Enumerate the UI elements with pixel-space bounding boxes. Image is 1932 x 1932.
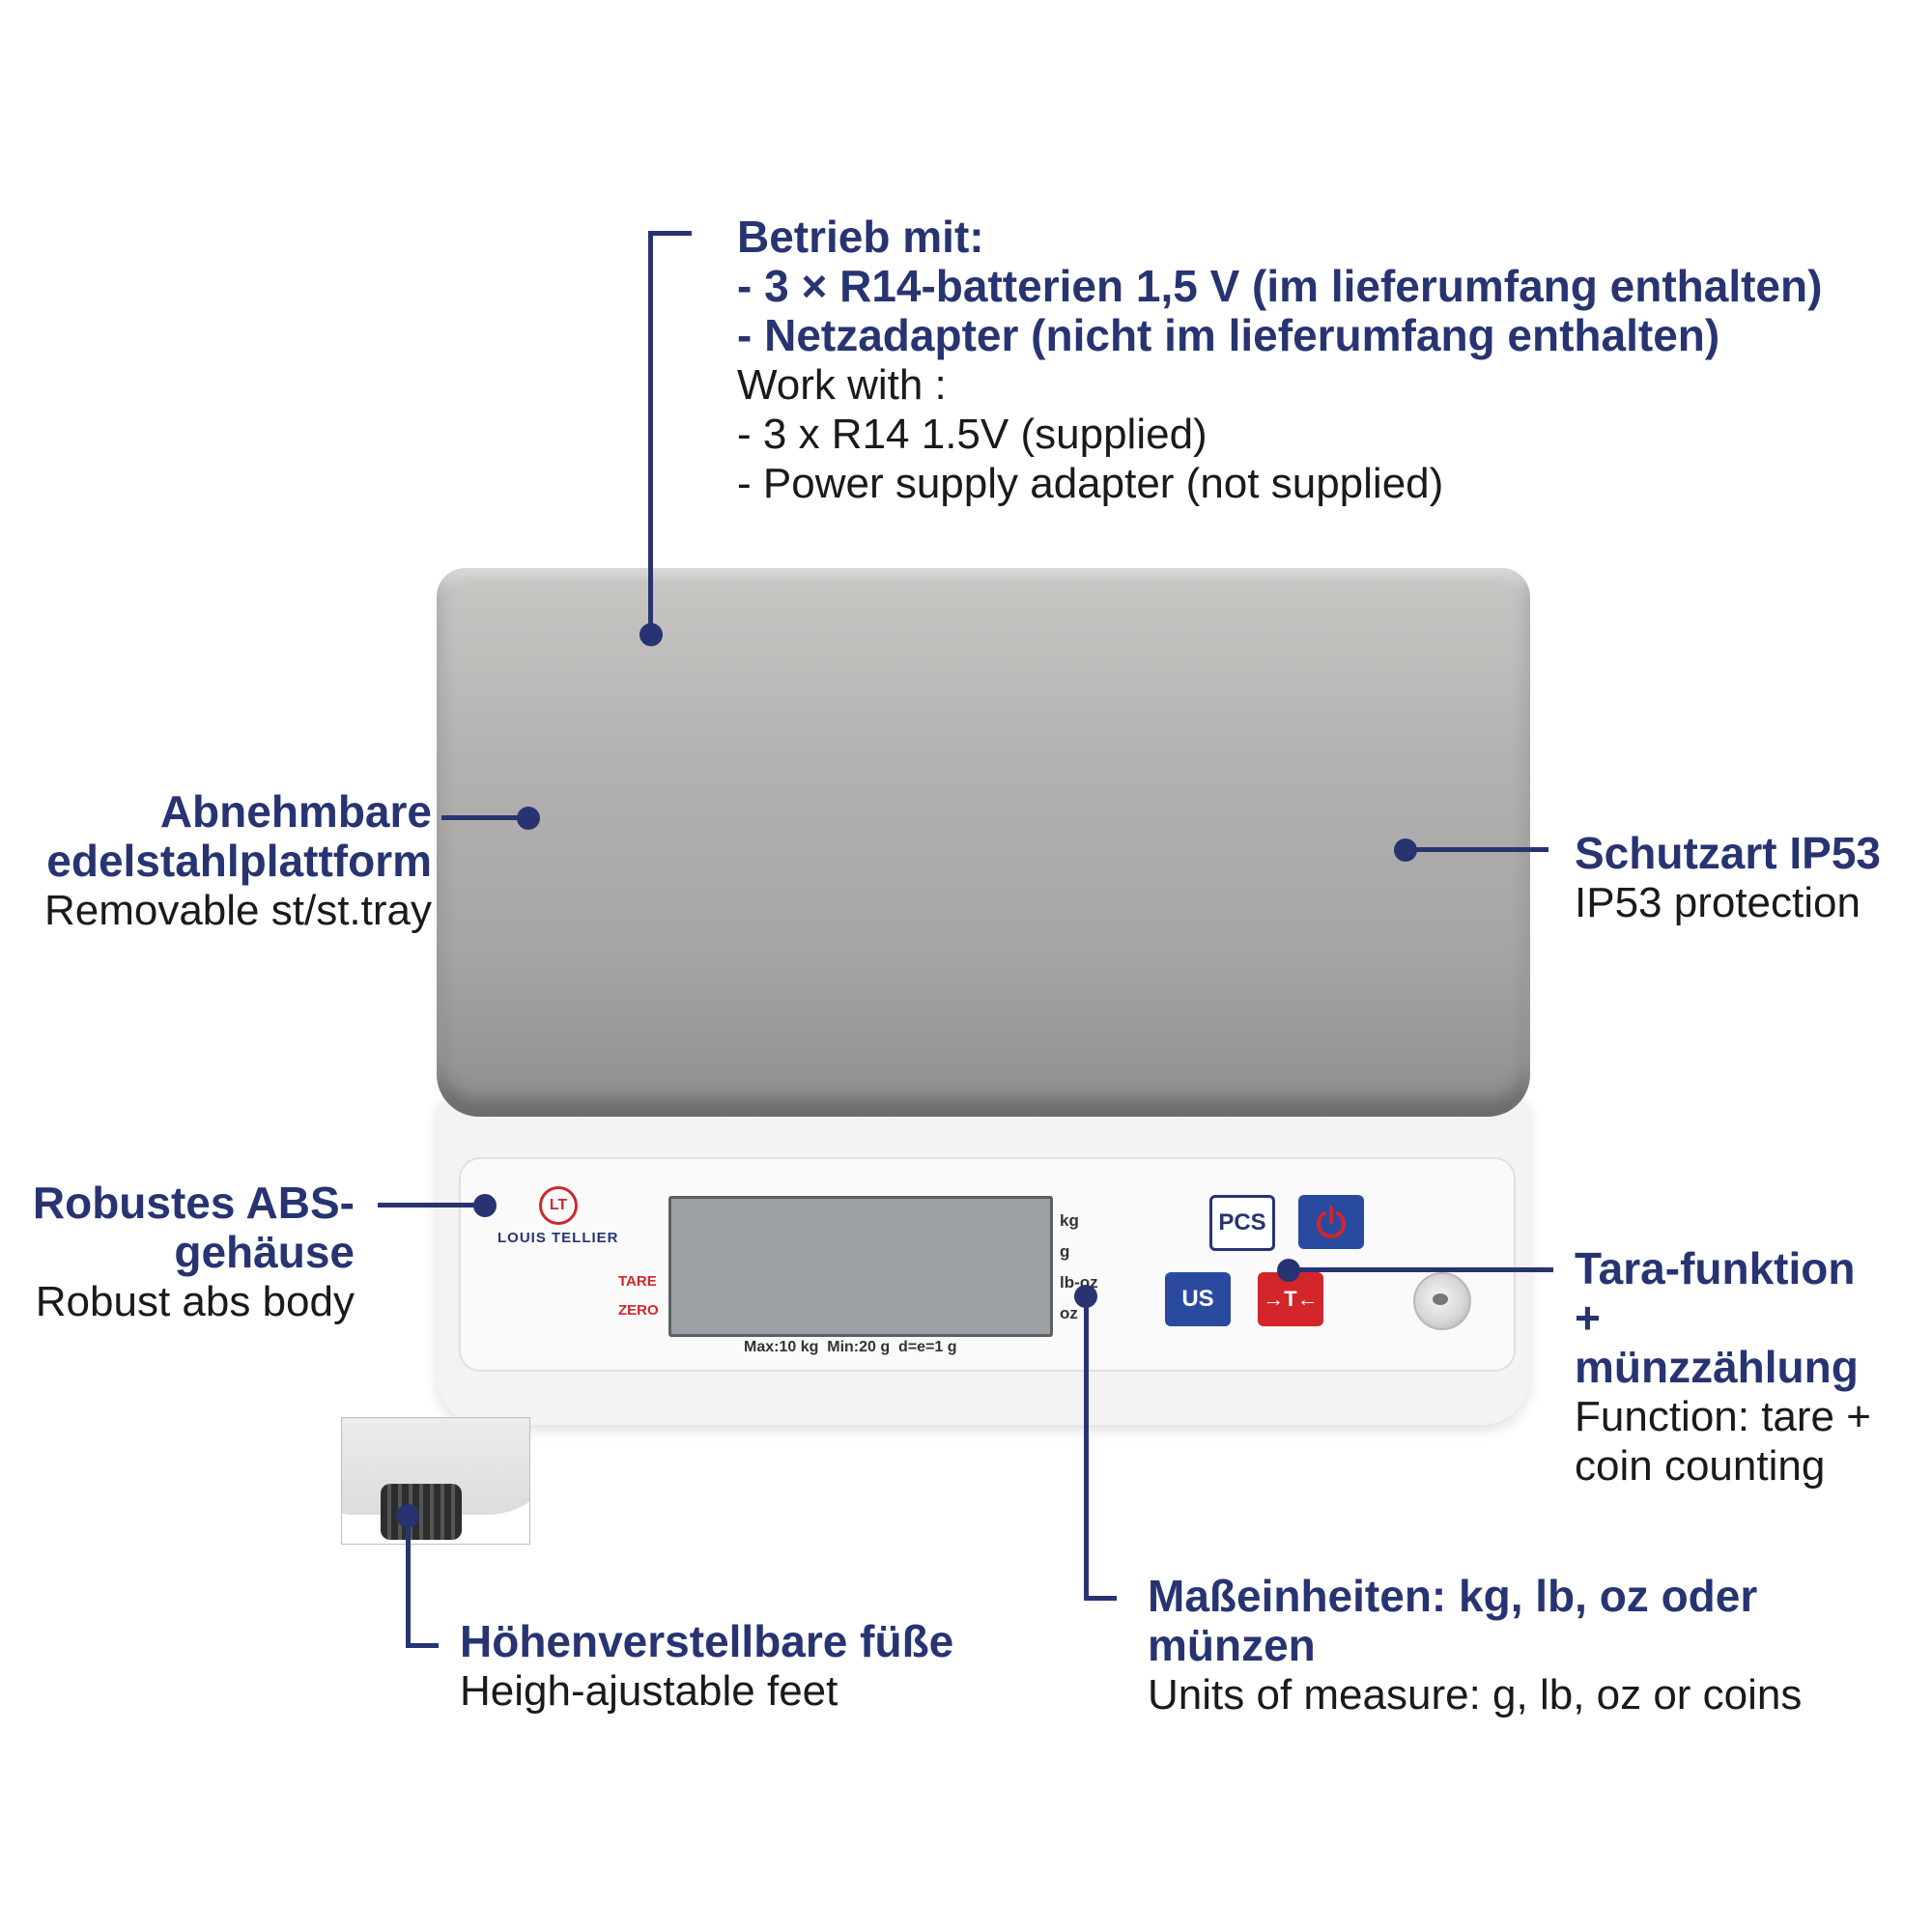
power-callout-line (648, 231, 653, 635)
spirit-level-icon (1413, 1272, 1471, 1330)
power-callout: Betrieb mit: - 3 × R14-batterien 1,5 V (… (737, 213, 1822, 508)
tray-callout-line (441, 815, 528, 820)
pcs-button[interactable]: PCS (1209, 1195, 1275, 1251)
body-callout-dot (473, 1194, 497, 1217)
zero-indicator-label: ZERO (618, 1302, 659, 1319)
feet-callout: Höhenverstellbare füße Heigh-ajustable f… (460, 1617, 953, 1716)
tray-callout: Abnehmbare edelstahlplattform Removable … (44, 787, 432, 935)
units-de-line-1: Maßeinheiten: kg, lb, oz oder (1148, 1571, 1758, 1621)
feet-callout-line-bottom (406, 1643, 439, 1648)
power-en-line-3: - Power supply adapter (not supplied) (737, 460, 1444, 507)
ip-de-line-1: Schutzart IP53 (1575, 828, 1881, 878)
foot-detail-inset (341, 1417, 530, 1545)
tare-en-line-2: coin counting (1575, 1442, 1826, 1490)
tray-de-line-1: Abnehmbare (159, 786, 432, 837)
capacity-spec: Max:10 kg Min:20 g d=e=1 g (744, 1339, 957, 1355)
power-en-line-2: - 3 x R14 1.5V (supplied) (737, 411, 1208, 458)
tray-de-line-2: edelstahlplattform (46, 836, 432, 886)
lcd-display (668, 1196, 1053, 1337)
tare-de-line-2: + (1575, 1293, 1601, 1343)
tare-de-line-1: Tara-funktion (1575, 1243, 1856, 1293)
body-de-line-1: Robustes ABS- (32, 1178, 355, 1228)
ip-callout-dot (1394, 838, 1417, 862)
power-callout-dot (639, 623, 663, 646)
body-callout: Robustes ABS- gehäuse Robust abs body (33, 1179, 355, 1326)
stainless-steel-platform (437, 568, 1530, 1117)
units-callout-line-bottom (1084, 1596, 1117, 1601)
louis-tellier-logo-icon: LT (539, 1186, 578, 1225)
units-de-line-2: münzen (1148, 1620, 1316, 1670)
power-de-line-2: - 3 × R14-batterien 1,5 V (im lieferumfa… (737, 261, 1823, 311)
unit-oz: oz (1060, 1304, 1078, 1322)
body-en-line-1: Robust abs body (35, 1278, 355, 1325)
body-callout-line (378, 1203, 484, 1208)
power-callout-line-top (648, 231, 692, 236)
power-icon (1317, 1206, 1346, 1238)
us-button[interactable]: US (1165, 1272, 1231, 1326)
power-en-line-1: Work with : (737, 361, 947, 409)
brand-name: LOUIS TELLIER (497, 1230, 619, 1246)
tare-indicator-label: TARE (618, 1273, 657, 1290)
tare-callout: Tara-funktion + münzzählung Function: ta… (1575, 1244, 1871, 1491)
feet-callout-line (406, 1512, 411, 1647)
tray-callout-dot (517, 807, 540, 830)
units-callout: Maßeinheiten: kg, lb, oz oder münzen Uni… (1148, 1572, 1802, 1719)
ip-en-line-1: IP53 protection (1575, 879, 1861, 926)
tare-callout-dot (1277, 1259, 1300, 1282)
power-de-line-3: - Netzadapter (nicht im lieferumfang ent… (737, 310, 1720, 360)
adjustable-foot-icon (381, 1484, 462, 1540)
tray-en-line-1: Removable st/st.tray (43, 887, 432, 934)
feet-de-line-1: Höhenverstellbare füße (460, 1616, 954, 1666)
ip-callout-line (1406, 847, 1548, 852)
unit-kg: kg (1060, 1211, 1079, 1230)
power-de-line-1: Betrieb mit: (737, 212, 984, 262)
units-en-line-1: Units of measure: g, lb, oz or coins (1148, 1671, 1803, 1719)
tare-en-line-1: Function: tare + (1575, 1393, 1871, 1440)
unit-g: g (1060, 1242, 1070, 1261)
power-button[interactable] (1298, 1195, 1364, 1249)
units-callout-line (1084, 1294, 1089, 1600)
tare-callout-line (1290, 1267, 1553, 1272)
ip-callout: Schutzart IP53 IP53 protection (1575, 829, 1881, 927)
body-de-line-2: gehäuse (174, 1227, 355, 1277)
feet-en-line-1: Heigh-ajustable feet (460, 1667, 838, 1715)
tare-de-line-3: münzzählung (1575, 1342, 1859, 1392)
